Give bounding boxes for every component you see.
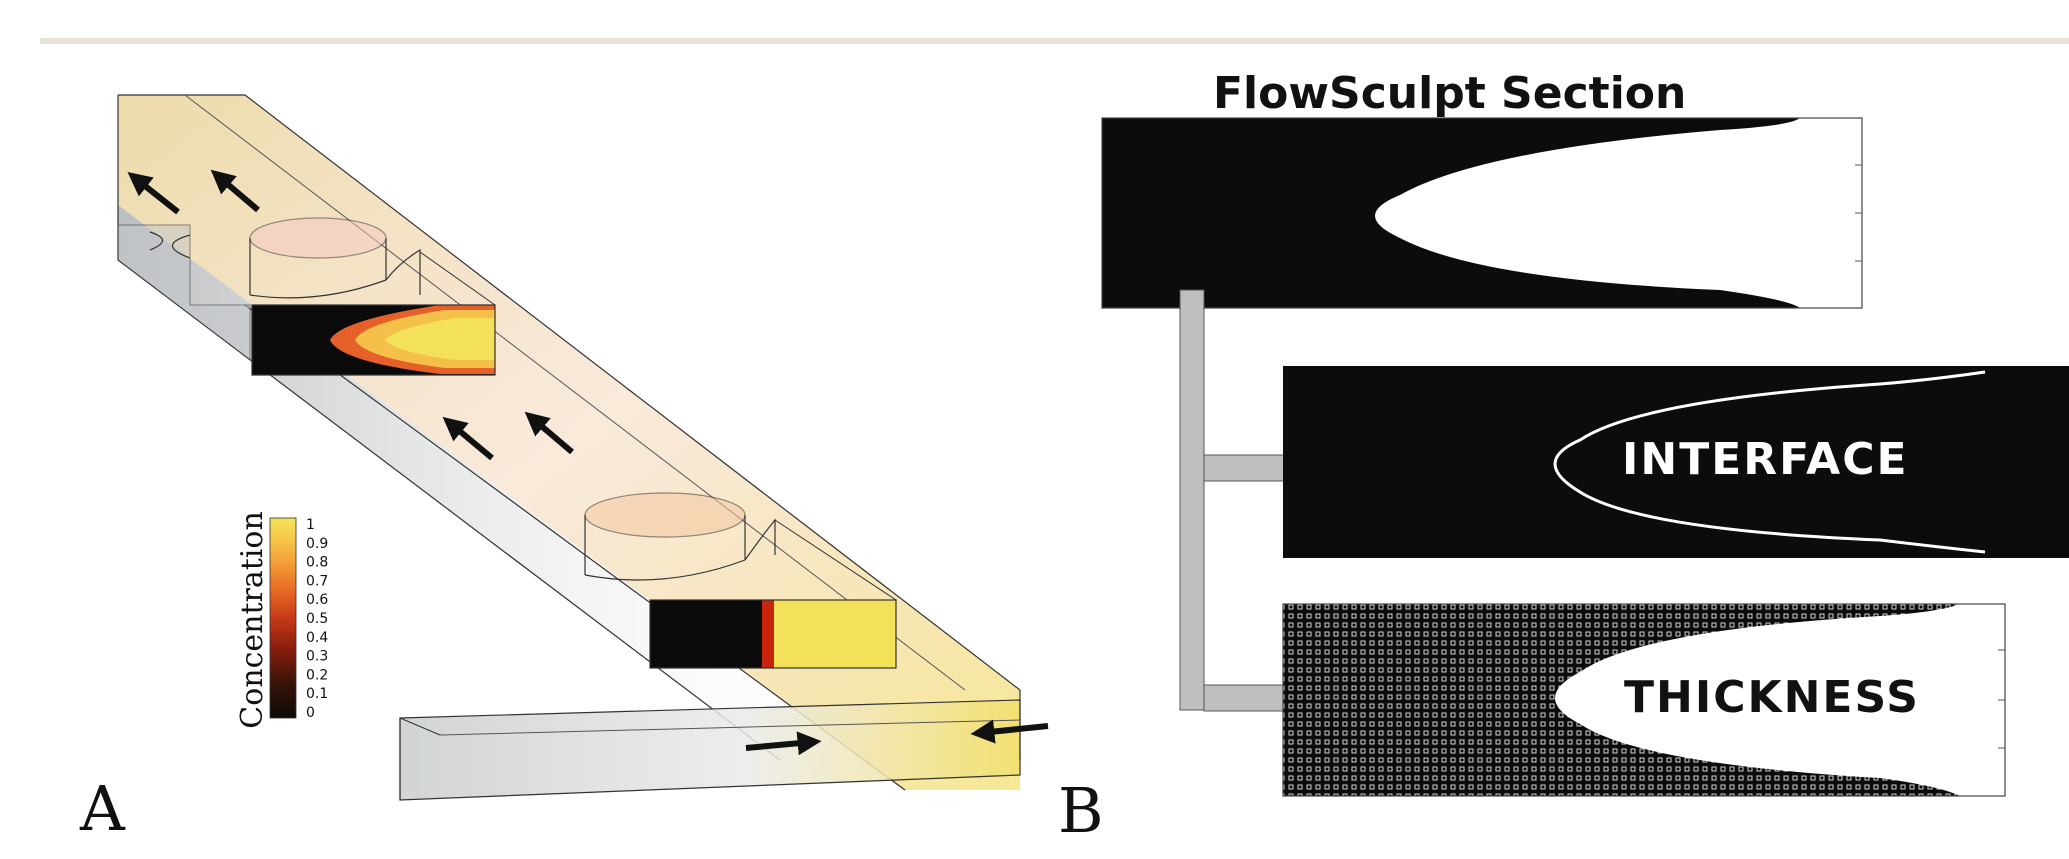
colorbar-tick-label: 0.4: [306, 630, 328, 646]
panel-b-label: B: [1058, 774, 1104, 847]
flow-arrow: [524, 411, 574, 455]
pillar-1: [249, 217, 421, 299]
panel-b-title: FlowSculpt Section: [1213, 68, 1686, 119]
panel-a-label: A: [79, 772, 126, 845]
channel-step-upper: [117, 224, 251, 362]
interface-label: INTERFACE: [1622, 434, 1909, 485]
flow-arrow: [442, 416, 494, 461]
flowsculpt-section: [1101, 117, 1863, 309]
colorbar-tick-label: 0.1: [306, 686, 328, 702]
pillar-2: [584, 492, 776, 581]
colorbar-tick-label: 0.8: [306, 555, 328, 571]
panel-b-sections: FlowSculpt Section INTERFACE: [1058, 68, 2069, 847]
colorbar-tick-label: 0.2: [306, 667, 328, 683]
flow-arrows: [127, 169, 1049, 756]
colorbar: 1 0.9 0.8 0.7 0.6 0.5 0.4 0.3 0.2 0.1 0 Concentrat…: [235, 511, 328, 729]
cross-section-2: [649, 519, 897, 669]
interface-section: INTERFACE: [1283, 366, 2069, 558]
colorbar-tick-label: 0.3: [306, 649, 328, 665]
thickness-section: THICKNESS: [1282, 603, 2006, 797]
cross-section-1: [251, 251, 496, 376]
flow-arrow: [970, 719, 1049, 744]
colorbar-tick-label: 0.9: [306, 536, 328, 552]
flow-arrow: [745, 731, 822, 756]
header-rule: [40, 38, 2069, 44]
colorbar-tick-label: 0: [306, 705, 315, 721]
flow-arrow: [210, 169, 260, 213]
colorbar-tick-label: 0.5: [306, 611, 328, 627]
colorbar-title: Concentration: [235, 511, 270, 729]
colorbar-tick-label: 0.6: [306, 592, 328, 608]
outlet-channel: [399, 690, 1021, 801]
colorbar-tick-label: 1: [306, 517, 315, 533]
thickness-label: THICKNESS: [1624, 672, 1920, 723]
panel-a-channel-diagram: 1 0.9 0.8 0.7 0.6 0.5 0.4 0.3 0.2 0.1 0 Concentrat…: [79, 94, 1049, 845]
colorbar-gradient: [269, 517, 297, 719]
colorbar-tick-label: 0.7: [306, 573, 328, 589]
flow-arrow: [127, 172, 180, 215]
